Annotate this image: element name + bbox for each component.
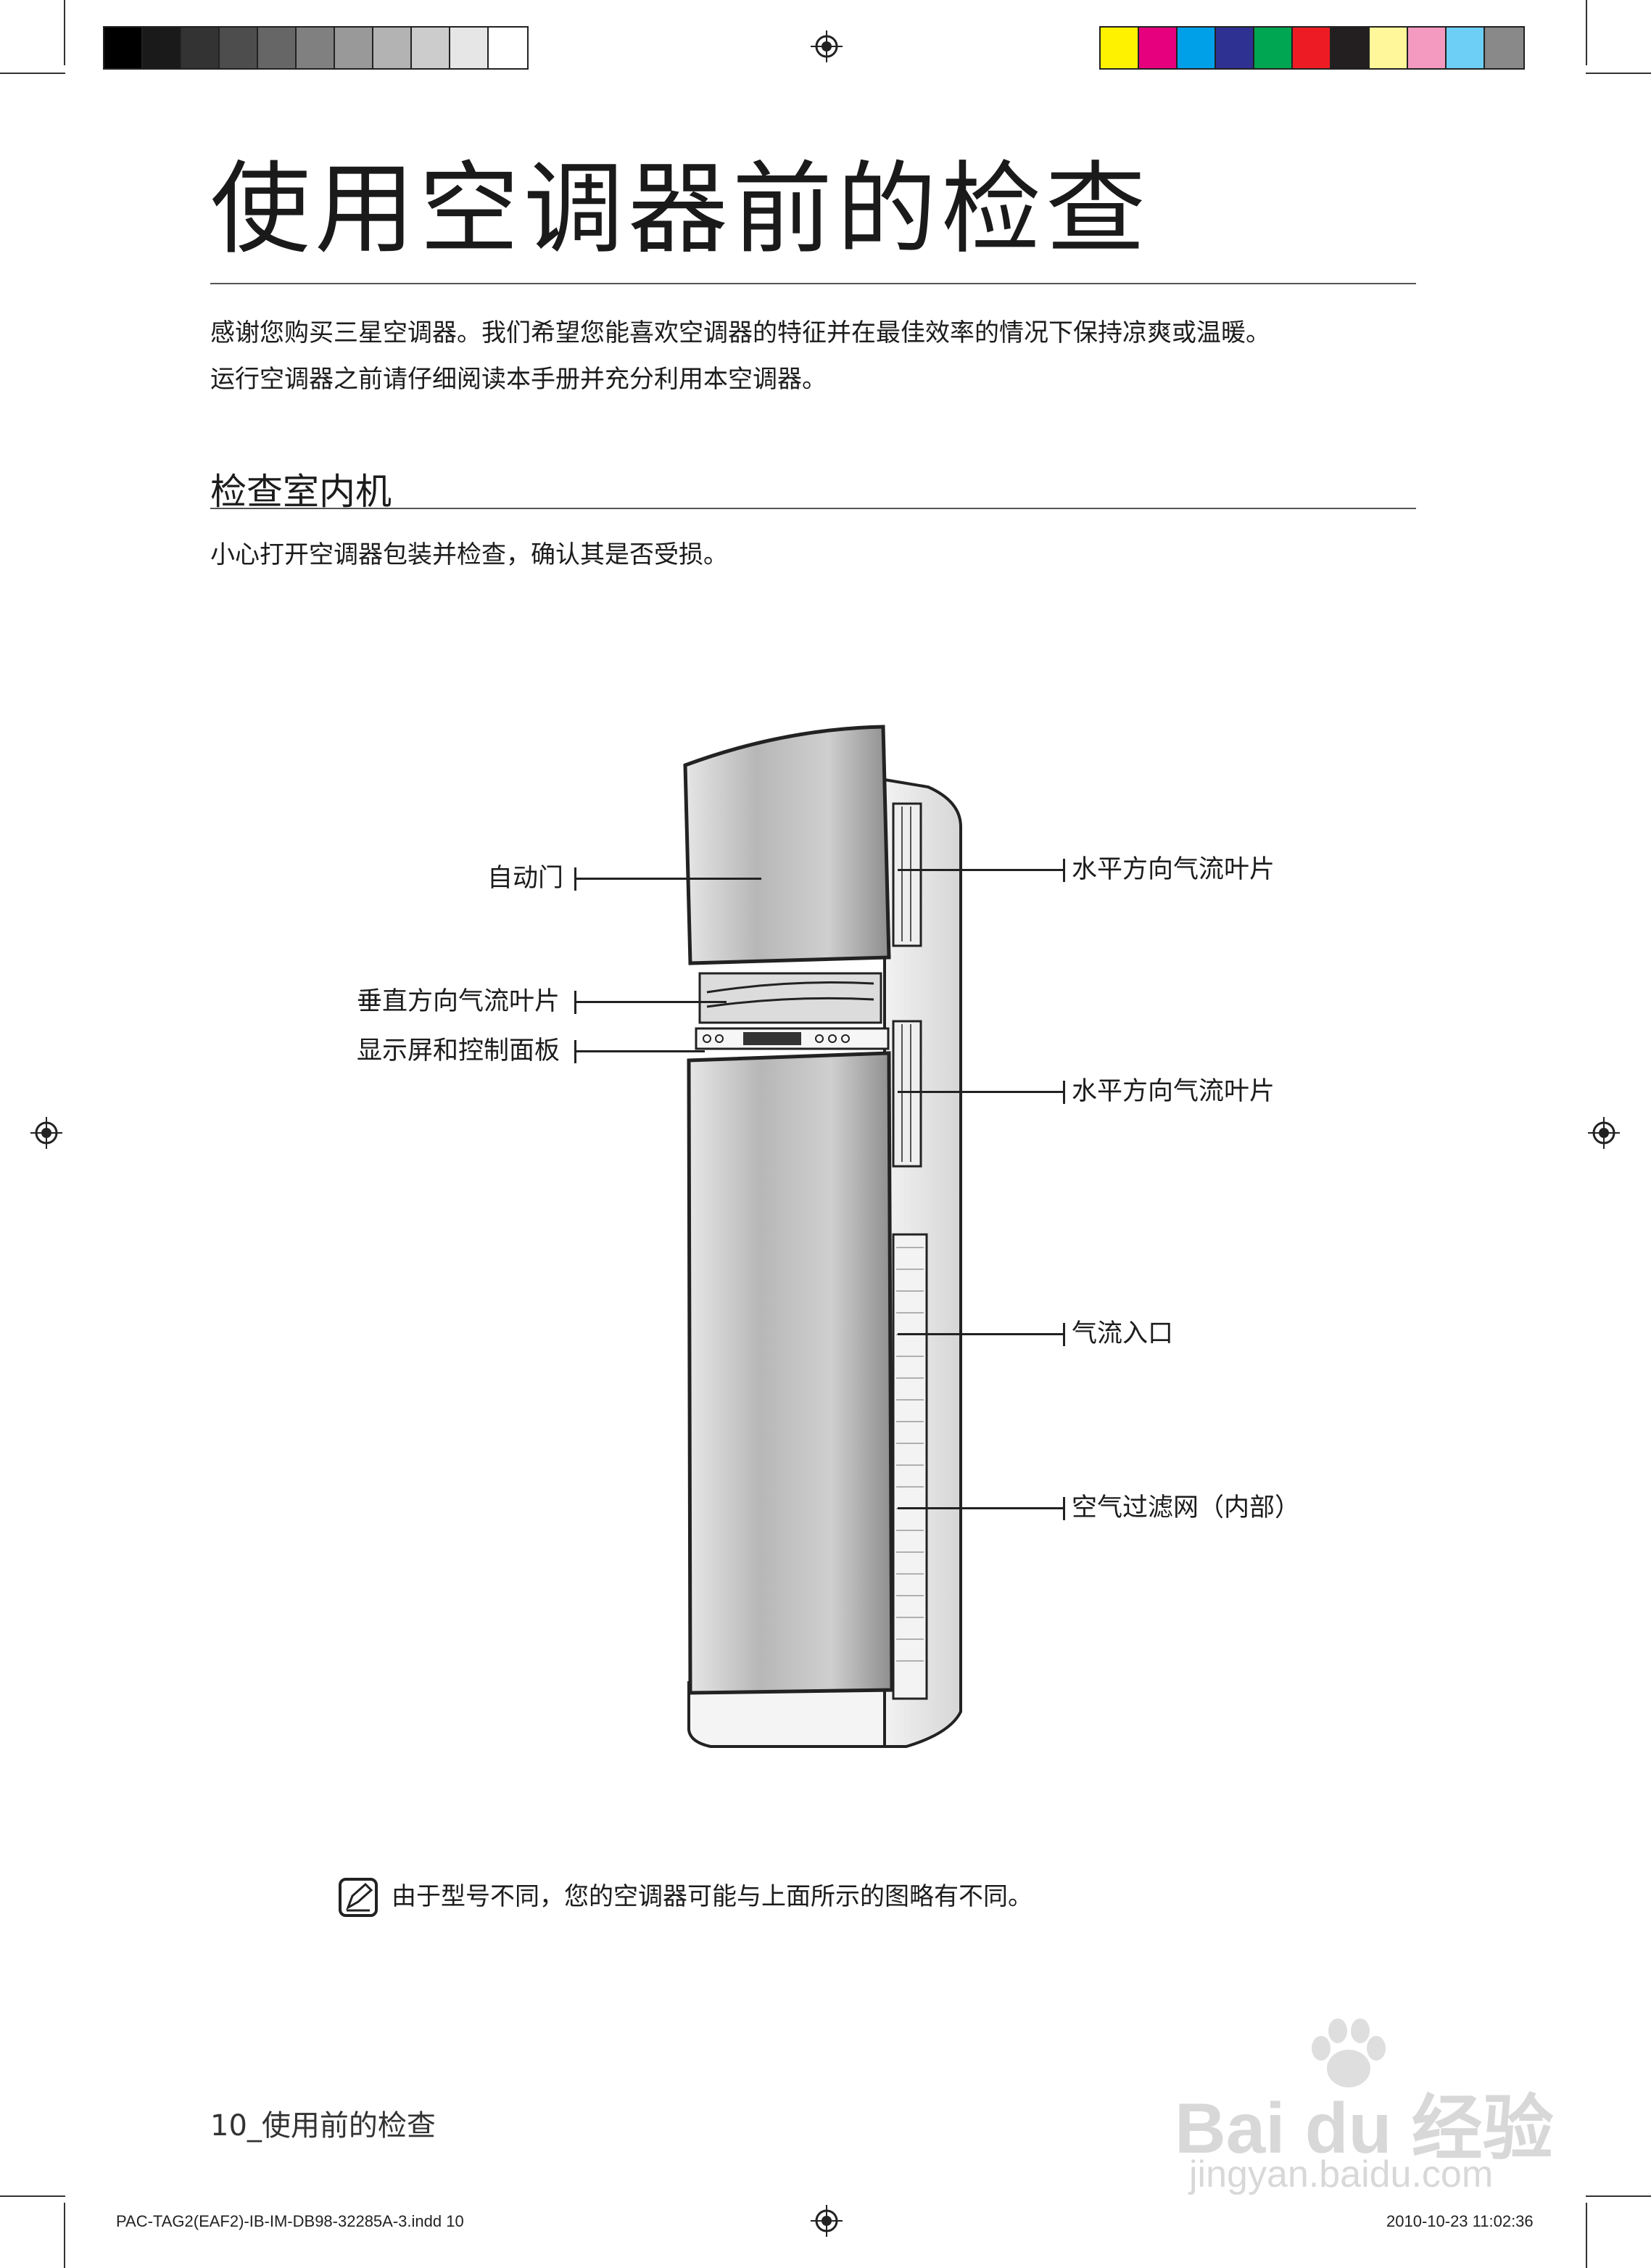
page-title: 使用空调器前的检查 [210, 151, 1151, 268]
leader-line [898, 869, 1063, 871]
color-swatch [1408, 28, 1447, 68]
note-icon [339, 1878, 378, 1917]
crop-mark [0, 73, 65, 74]
label-air-filter: 空气过滤网（内部） [1072, 1493, 1301, 1522]
section-rule [210, 508, 1416, 509]
timestamp-slug: 2010-10-23 11:02:36 [1386, 2212, 1534, 2230]
registration-mark-icon [811, 2205, 843, 2237]
color-swatch [1370, 28, 1408, 68]
color-swatch [181, 28, 220, 68]
color-bar [1099, 26, 1525, 70]
leader-tick [1063, 859, 1065, 882]
crop-mark [1586, 2195, 1651, 2197]
label-horizontal-blade-top: 水平方向气流叶片 [1072, 855, 1275, 884]
color-swatch [104, 28, 143, 68]
title-rule [210, 283, 1416, 284]
color-swatch [297, 28, 335, 68]
leader-line [574, 1050, 705, 1052]
leader-line [574, 878, 761, 880]
label-vertical-blade: 垂直方向气流叶片 [357, 987, 560, 1016]
watermark-url: jingyan.baidu.com [1189, 2153, 1494, 2195]
leader-tick [1063, 1323, 1065, 1346]
color-swatch [1485, 28, 1523, 68]
color-swatch [1178, 28, 1216, 68]
color-swatch [1254, 28, 1293, 68]
section-text: 小心打开空调器包装并检查，确认其是否受损。 [210, 540, 728, 569]
section-heading: 检查室内机 [210, 471, 392, 513]
color-swatch [450, 28, 489, 68]
label-display-panel: 显示屏和控制面板 [357, 1036, 560, 1065]
intro-line-2: 运行空调器之前请仔细阅读本手册并充分利用本空调器。 [210, 365, 827, 394]
color-swatch [489, 28, 527, 68]
crop-mark [1586, 0, 1587, 65]
label-horizontal-blade-mid: 水平方向气流叶片 [1072, 1077, 1275, 1106]
color-swatch [1139, 28, 1178, 68]
watermark-brand: Bai du 经验 [1175, 2088, 1554, 2168]
registration-mark-icon [811, 30, 843, 62]
color-swatch [258, 28, 297, 68]
leader-tick [1063, 1497, 1065, 1520]
grayscale-bar [103, 26, 529, 70]
indoor-unit-illustration [683, 725, 962, 1748]
registration-mark-icon [1588, 1117, 1620, 1149]
page-footer: 10_使用前的检查 [210, 2109, 436, 2143]
crop-mark [1586, 2203, 1587, 2268]
file-slug: PAC-TAG2(EAF2)-IB-IM-DB98-32285A-3.indd … [116, 2212, 464, 2230]
color-swatch [1331, 28, 1370, 68]
color-swatch [1293, 28, 1331, 68]
crop-mark [0, 2195, 65, 2197]
registration-mark-icon [30, 1117, 62, 1149]
color-swatch [412, 28, 450, 68]
intro-line-1: 感谢您购买三星空调器。我们希望您能喜欢空调器的特征并在最佳效率的情况下保持凉爽或… [210, 318, 1270, 347]
leader-tick [1063, 1081, 1065, 1104]
color-swatch [1101, 28, 1139, 68]
leader-line [898, 1333, 1063, 1335]
crop-mark [1586, 73, 1651, 74]
crop-mark [64, 2203, 65, 2268]
note-text: 由于型号不同，您的空调器可能与上面所示的图略有不同。 [392, 1882, 1033, 1911]
leader-line [574, 1001, 727, 1003]
crop-mark [64, 0, 65, 65]
color-swatch [335, 28, 373, 68]
leader-line [898, 1091, 1063, 1093]
color-swatch [220, 28, 258, 68]
color-swatch [1447, 28, 1485, 68]
leader-line [898, 1507, 1063, 1509]
color-swatch [1216, 28, 1254, 68]
color-swatch [143, 28, 181, 68]
color-swatch [373, 28, 412, 68]
label-auto-door: 自动门 [487, 864, 564, 893]
label-air-inlet: 气流入口 [1072, 1319, 1174, 1348]
paw-logo-icon [1312, 2018, 1386, 2087]
